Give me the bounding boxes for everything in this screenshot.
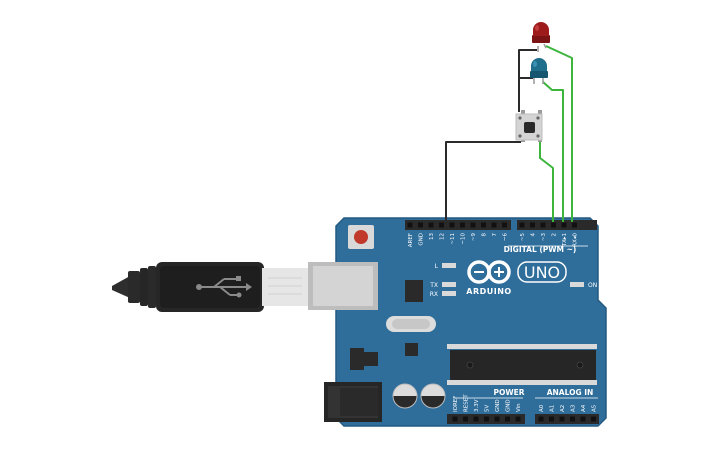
pushbutton-cap[interactable] (524, 122, 535, 133)
digital-pin-label: 7 (492, 233, 498, 237)
power-jack (324, 382, 382, 422)
power-pin-label: IOREF (453, 396, 459, 412)
wires[interactable] (445, 45, 573, 222)
analog-pin-label: A3 (571, 404, 577, 412)
power-pin-label: GND (506, 399, 512, 412)
led-l (442, 263, 456, 268)
digital-pin-hole[interactable] (551, 222, 556, 228)
analog-pin-hole[interactable] (570, 416, 575, 422)
voltage-regulator (350, 348, 378, 370)
digital-pin-label: RX◂0 (573, 233, 579, 247)
power-pin-label: GND (495, 399, 501, 412)
power-pin-label: Vin (516, 403, 522, 412)
digital-pin-label: 12 (440, 233, 446, 240)
power-pin-hole[interactable] (515, 416, 521, 422)
atmega-chip (447, 344, 597, 385)
led-on-label: ON (588, 282, 597, 289)
digital-pin-hole[interactable] (418, 222, 423, 228)
digital-pin-hole[interactable] (530, 222, 535, 228)
capacitor-1 (392, 383, 418, 409)
digital-header[interactable] (405, 220, 597, 230)
uno-label: UNO (524, 263, 560, 282)
digital-pin-hole[interactable] (460, 222, 465, 228)
wire-black-gnd[interactable] (445, 141, 521, 222)
power-pin-label: RESET (464, 394, 470, 412)
analog-pin-label: A4 (581, 404, 587, 412)
arduino-logo-text: ARDUINO (466, 287, 511, 296)
digital-pin-label: ~5 (520, 233, 526, 242)
led-tx-label: TX (429, 282, 438, 289)
digital-pin-label: ~3 (541, 233, 547, 242)
capacitor-2 (420, 383, 446, 409)
uno-badge (517, 261, 567, 283)
digital-pin-hole[interactable] (502, 222, 507, 228)
digital-pin-hole[interactable] (572, 222, 577, 228)
power-header-label: POWER (493, 388, 524, 397)
digital-pin-label: ~6 (503, 233, 509, 242)
power-pin-hole[interactable] (473, 416, 479, 422)
analog-pin-label: A1 (550, 405, 556, 412)
digital-pin-hole[interactable] (519, 222, 525, 228)
analog-pin-hole[interactable] (559, 416, 565, 422)
digital-pin-hole[interactable] (561, 222, 567, 228)
analog-header[interactable] (535, 414, 599, 424)
analog-header-label: ANALOG IN (547, 388, 594, 397)
analog-pin-label: A2 (560, 405, 566, 412)
usb-chip (405, 280, 423, 302)
analog-pin-label: A5 (592, 404, 598, 412)
blue-led[interactable] (530, 58, 548, 84)
digital-pin-label: TX▸1 (562, 233, 568, 247)
led-on (570, 282, 584, 287)
analog-pin-hole[interactable] (591, 416, 596, 422)
analog-pin-label: A0 (539, 404, 545, 412)
digital-pin-label: 2 (552, 233, 558, 237)
small-chip (405, 343, 418, 356)
analog-pin-hole[interactable] (549, 416, 554, 422)
analog-pin-hole[interactable] (580, 416, 586, 422)
digital-pin-label: ~10 (461, 233, 467, 245)
digital-pin-hole[interactable] (428, 222, 434, 228)
led-rx (442, 291, 456, 296)
reset-button[interactable] (348, 225, 374, 249)
power-pin-label: 3.3V (474, 399, 480, 412)
digital-pin-hole[interactable] (491, 222, 497, 228)
digital-pin-label: 13 (429, 233, 435, 240)
digital-pin-label: ~11 (450, 233, 456, 245)
digital-pin-label: AREF (408, 233, 414, 247)
power-pin-hole[interactable] (452, 416, 458, 422)
wire-green-button[interactable] (539, 142, 554, 222)
power-pin-hole[interactable] (463, 416, 468, 422)
led-tx (442, 282, 456, 287)
digital-pin-hole[interactable] (439, 222, 444, 228)
digital-pin-label: 8 (482, 233, 488, 237)
digital-pin-hole[interactable] (481, 222, 486, 228)
led-l-label: L (435, 263, 439, 270)
crystal-oscillator (386, 316, 436, 332)
digital-header-label: DIGITAL (PWM ~) (504, 245, 577, 254)
digital-pin-hole[interactable] (449, 222, 455, 228)
wire-black-red-led[interactable] (518, 49, 537, 112)
led-rx-label: RX (430, 291, 438, 298)
digital-pin-label: ~9 (471, 233, 477, 242)
arduino-logo-icon (467, 260, 511, 284)
analog-pin-hole[interactable] (538, 416, 544, 422)
power-pin-hole[interactable] (494, 416, 500, 422)
wire-green-red-led[interactable] (545, 45, 573, 222)
power-pin-hole[interactable] (505, 416, 510, 422)
pushbutton[interactable] (515, 110, 543, 142)
power-pin-hole[interactable] (484, 416, 489, 422)
digital-pin-hole[interactable] (540, 222, 546, 228)
digital-pin-label: GND (419, 233, 425, 246)
power-pin-label: 5V (485, 405, 491, 412)
red-led[interactable] (532, 22, 550, 52)
digital-pin-label: 4 (531, 233, 537, 237)
wire-green-blue-led[interactable] (542, 81, 564, 222)
digital-pin-hole[interactable] (470, 222, 476, 228)
usb-symbol-icon (196, 276, 252, 298)
digital-pin-hole[interactable] (407, 222, 413, 228)
